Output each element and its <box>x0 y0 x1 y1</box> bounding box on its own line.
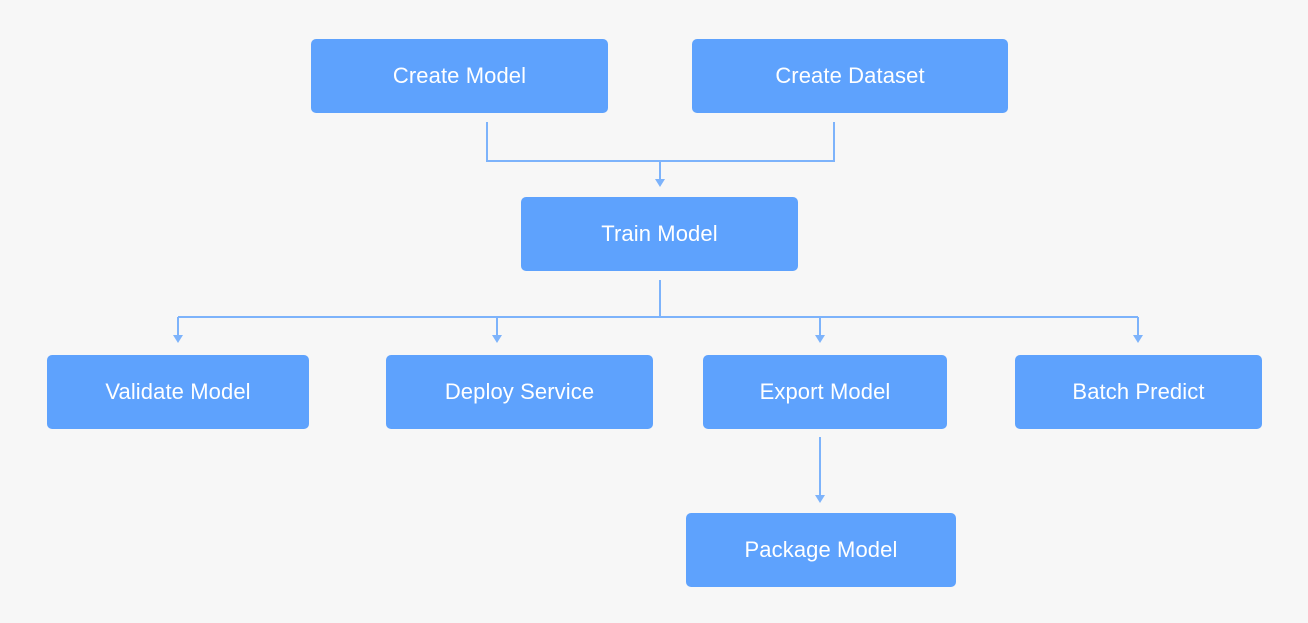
edge-create-model-to-train-model <box>486 122 660 162</box>
batch-predict-node[interactable]: Batch Predict <box>1015 355 1262 429</box>
validate-model-node[interactable]: Validate Model <box>47 355 309 429</box>
create-dataset-node[interactable]: Create Dataset <box>692 39 1008 113</box>
arrowhead-train-model <box>655 179 665 187</box>
arrowhead-package-model <box>815 495 825 503</box>
deploy-service-node[interactable]: Deploy Service <box>386 355 653 429</box>
arrowhead-validate-model <box>173 335 183 343</box>
deploy-service-label: Deploy Service <box>444 379 595 404</box>
create-model-node[interactable]: Create Model <box>311 39 608 113</box>
export-model-node[interactable]: Export Model <box>703 355 947 429</box>
arrowhead-batch-predict <box>1133 335 1143 343</box>
package-model-node[interactable]: Package Model <box>686 513 956 587</box>
train-model-label: Train Model <box>601 221 718 246</box>
create-dataset-label: Create Dataset <box>775 63 925 88</box>
create-model-label: Create Model <box>392 63 527 88</box>
edge-create-dataset-to-train-model <box>660 122 835 162</box>
validate-model-label: Validate Model <box>105 379 251 404</box>
batch-predict-label: Batch Predict <box>1072 379 1205 404</box>
arrowhead-export-model <box>815 335 825 343</box>
arrowhead-deploy-service <box>492 335 502 343</box>
train-model-node[interactable]: Train Model <box>521 197 798 271</box>
package-model-label: Package Model <box>744 537 898 562</box>
export-model-label: Export Model <box>759 379 891 404</box>
